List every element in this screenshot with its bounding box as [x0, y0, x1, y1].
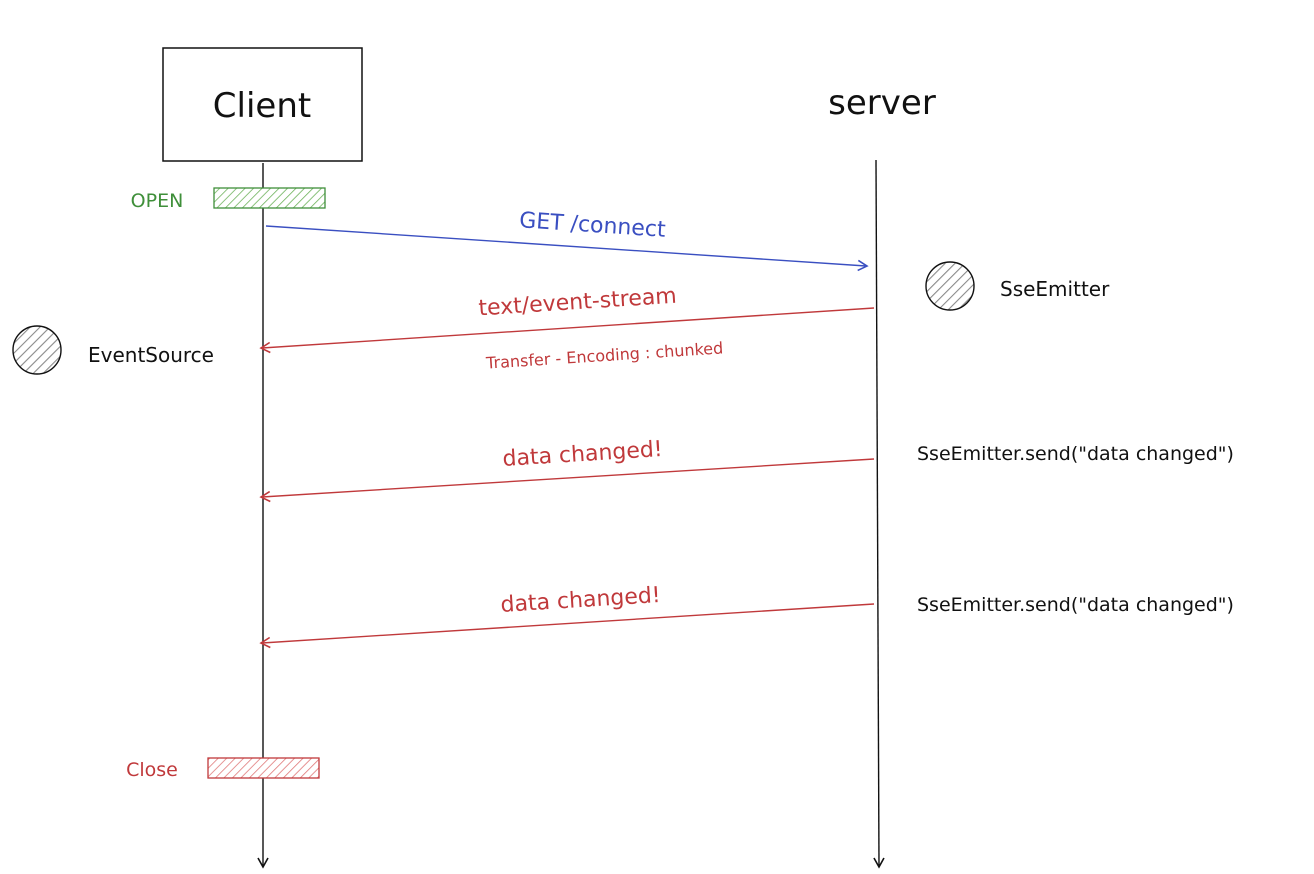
message-data-changed-1-label: data changed!	[502, 437, 664, 472]
sseemitter-label: SseEmitter	[1000, 277, 1110, 301]
server-participant-label: server	[828, 83, 936, 123]
message-data-changed-2-arrow	[259, 603, 875, 649]
server-call-1-label: SseEmitter.send("data changed")	[917, 443, 1234, 465]
message-get-connect-label: GET /connect	[519, 208, 667, 243]
message-event-stream-arrow	[259, 307, 875, 354]
eventsource-circle-icon	[12, 325, 62, 375]
message-get-connect-arrow	[265, 225, 869, 272]
sseemitter-circle-icon	[925, 261, 975, 311]
client-participant-box	[162, 47, 363, 162]
message-data-changed-2-label: data changed!	[500, 583, 662, 618]
message-data-changed-1-arrow	[259, 458, 875, 503]
server-lifeline	[873, 159, 885, 869]
message-event-stream-sublabel: Transfer - Encoding : chunked	[485, 338, 724, 372]
eventsource-label: EventSource	[88, 343, 214, 367]
close-state-bar	[207, 757, 320, 779]
message-event-stream-label: text/event-stream	[478, 284, 678, 322]
client-participant-label: Client	[213, 86, 311, 126]
close-state-label: Close	[126, 759, 178, 781]
server-call-2-label: SseEmitter.send("data changed")	[917, 594, 1234, 616]
open-state-label: OPEN	[131, 190, 184, 212]
open-state-bar	[213, 187, 326, 209]
